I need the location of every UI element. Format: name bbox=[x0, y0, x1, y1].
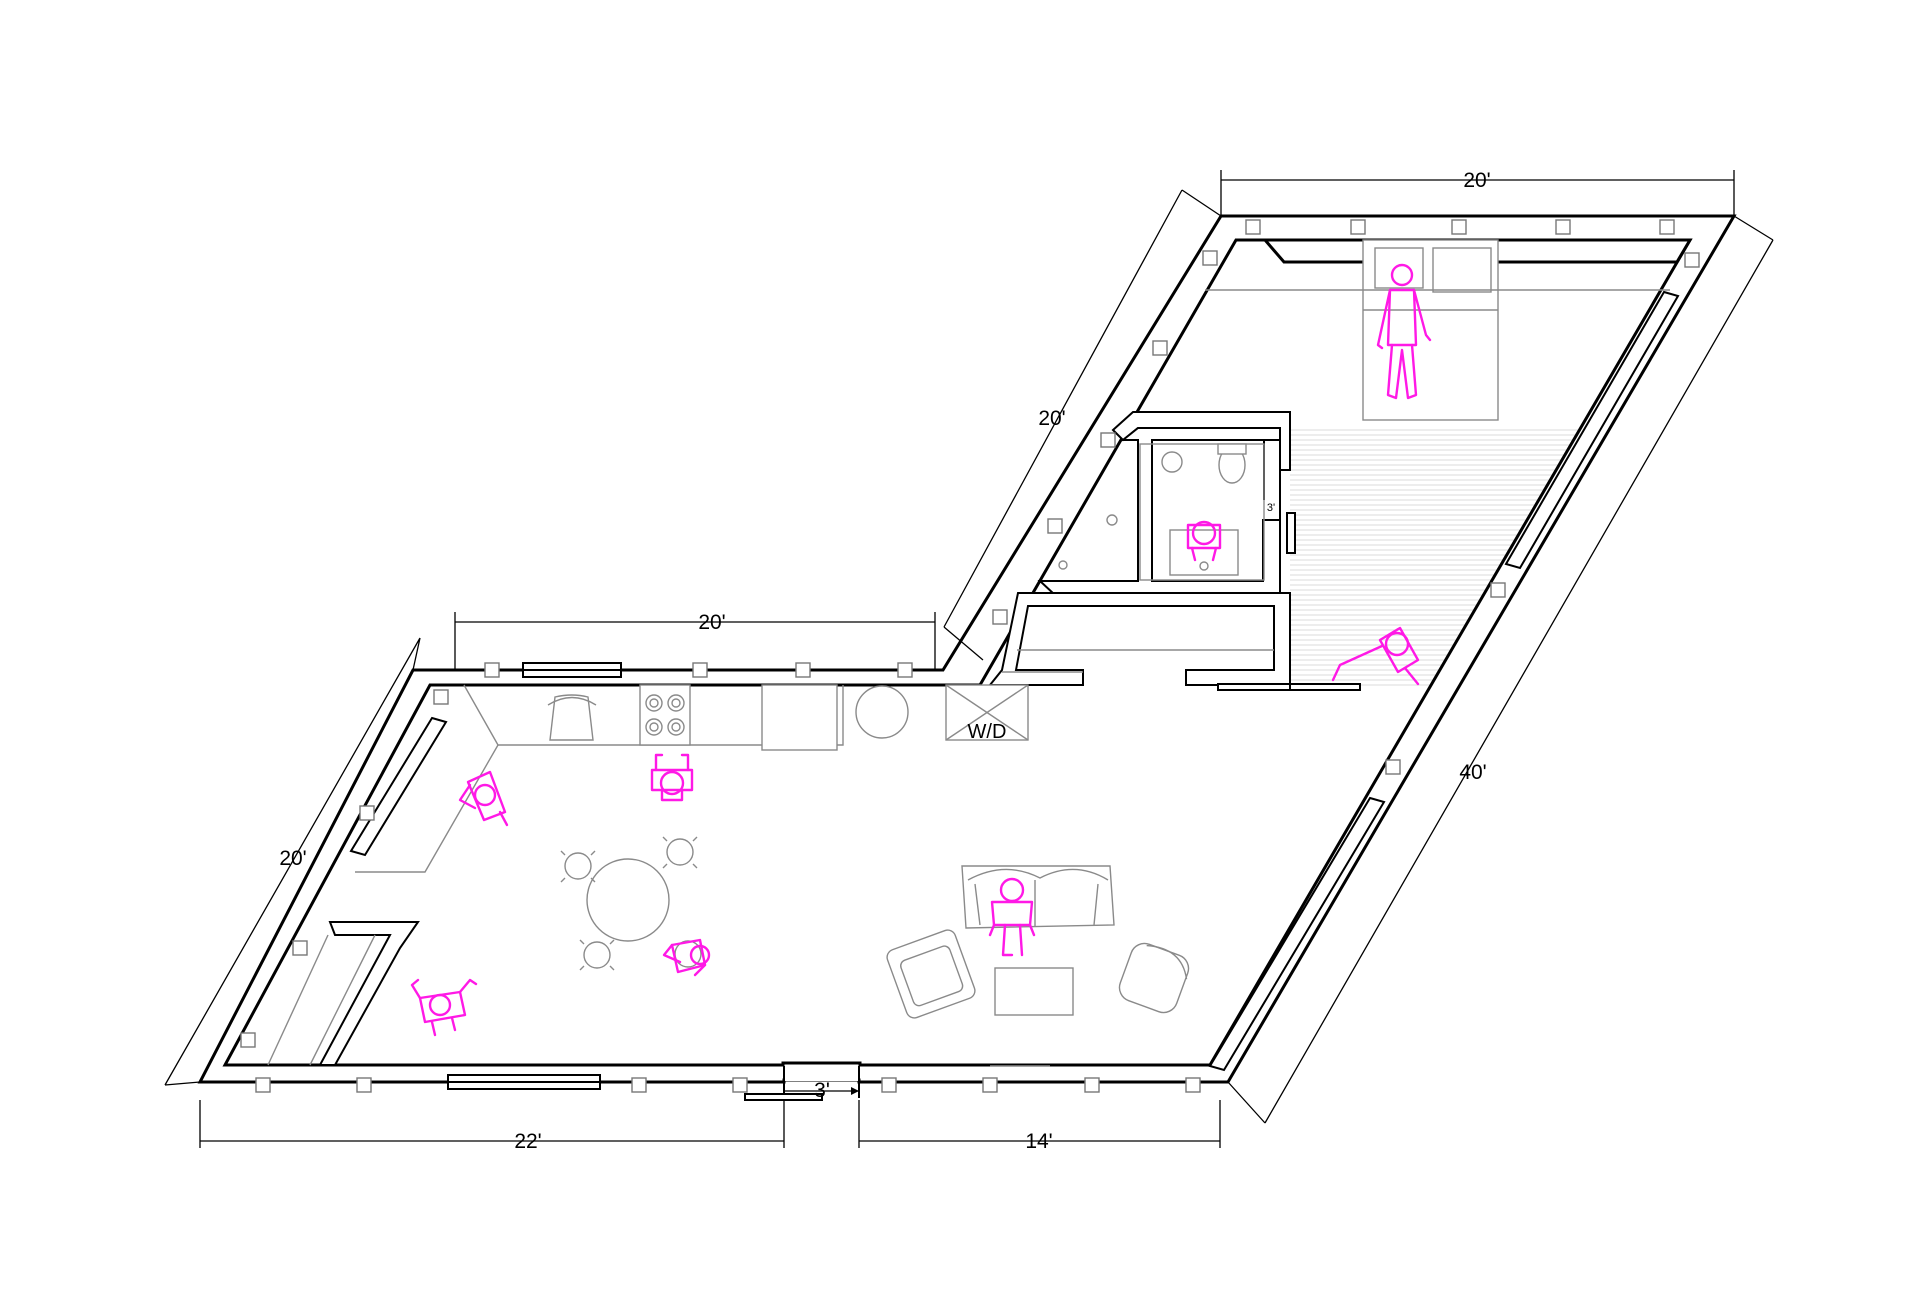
dim-bottom-right: 14' bbox=[1025, 1130, 1052, 1153]
wall-post bbox=[433, 689, 449, 705]
storage-walls bbox=[318, 921, 420, 1066]
wall-post bbox=[1152, 340, 1168, 356]
coffee-table bbox=[994, 967, 1074, 1016]
washer-dryer-label: W/D bbox=[968, 721, 1007, 743]
dim-right-diagonal: 40' bbox=[1459, 761, 1486, 784]
window-right-lower bbox=[1208, 796, 1386, 1072]
person-standing-bed bbox=[1376, 263, 1432, 400]
dim-middle: 20' bbox=[698, 611, 725, 634]
bath-door-dim: 3' bbox=[1267, 502, 1275, 514]
wall-post bbox=[1202, 250, 1218, 266]
wall-post bbox=[692, 662, 708, 678]
bedroom-floor-hatch bbox=[1290, 429, 1580, 686]
wall-post bbox=[795, 662, 811, 678]
wall-post bbox=[1385, 759, 1401, 775]
person-left-reading bbox=[458, 770, 509, 827]
dining-chair bbox=[579, 939, 615, 971]
dim-left-diagonal: 20' bbox=[279, 847, 306, 870]
wall-post bbox=[359, 805, 375, 821]
wall-post bbox=[292, 940, 308, 956]
wall-post bbox=[631, 1077, 647, 1093]
wall-post bbox=[732, 1077, 748, 1093]
person-bedroom-walking bbox=[1331, 626, 1420, 686]
person-dining bbox=[662, 938, 711, 977]
dim-door-gap: 3' bbox=[814, 1079, 830, 1102]
wall-posts bbox=[240, 219, 1700, 1093]
furniture: W/D bbox=[355, 239, 1670, 1019]
dining-table bbox=[586, 858, 670, 942]
dim-top-right: 20' bbox=[1463, 169, 1490, 192]
dining-chair bbox=[560, 850, 596, 883]
wall-post bbox=[1100, 432, 1116, 448]
windows bbox=[349, 290, 1680, 1090]
bathroom-fixtures: 3' bbox=[1058, 443, 1275, 581]
wall-post bbox=[484, 662, 500, 678]
window-right-upper bbox=[1504, 290, 1680, 570]
stove bbox=[639, 684, 691, 746]
people bbox=[410, 263, 1432, 1037]
wall-outline bbox=[197, 214, 1737, 1084]
person-kitchen bbox=[650, 753, 694, 802]
dim-upper-diagonal: 20' bbox=[1038, 407, 1065, 430]
wall-post bbox=[1350, 219, 1366, 235]
bathroom-walls bbox=[1037, 427, 1281, 596]
armchair-left bbox=[886, 929, 976, 1019]
washer-dryer: W/D bbox=[945, 684, 1029, 743]
kitchen-sink bbox=[549, 694, 594, 741]
wall-post bbox=[1659, 219, 1675, 235]
refrigerator bbox=[761, 684, 838, 751]
floor-drain bbox=[1161, 451, 1183, 473]
wall-post bbox=[881, 1077, 897, 1093]
dining-chair bbox=[662, 836, 698, 869]
shower-drain bbox=[1106, 514, 1118, 526]
wall-post bbox=[240, 1032, 256, 1048]
wall-post bbox=[255, 1077, 271, 1093]
wall-post bbox=[1684, 252, 1700, 268]
wall-post bbox=[897, 662, 913, 678]
wall-post bbox=[356, 1077, 372, 1093]
wall-post bbox=[1555, 219, 1571, 235]
wall-post bbox=[1185, 1077, 1201, 1093]
person-lower-left bbox=[410, 978, 478, 1037]
person-bath bbox=[1186, 520, 1222, 562]
wall-post bbox=[1451, 219, 1467, 235]
wall-post bbox=[1245, 219, 1261, 235]
wall-post bbox=[982, 1077, 998, 1093]
dimension-lines: 20' 20' 20' 20' 40' 22' 3' 14' bbox=[164, 169, 1774, 1153]
kitchen-round-table bbox=[855, 685, 909, 739]
armchair-right bbox=[1118, 942, 1190, 1014]
dim-bottom-left: 22' bbox=[514, 1130, 541, 1153]
bed bbox=[1362, 239, 1499, 421]
person-sofa bbox=[988, 877, 1036, 957]
wall-post bbox=[1084, 1077, 1100, 1093]
entry-door-leaf bbox=[744, 1093, 823, 1101]
wall-post bbox=[1047, 518, 1063, 534]
bath-sink bbox=[1169, 529, 1239, 576]
closet-walls bbox=[987, 592, 1291, 686]
wall-post bbox=[992, 609, 1008, 625]
sofa bbox=[961, 865, 1115, 929]
entry-door-gap bbox=[784, 1066, 859, 1081]
window-left-diagonal bbox=[349, 716, 448, 857]
wall-post bbox=[1490, 582, 1506, 598]
